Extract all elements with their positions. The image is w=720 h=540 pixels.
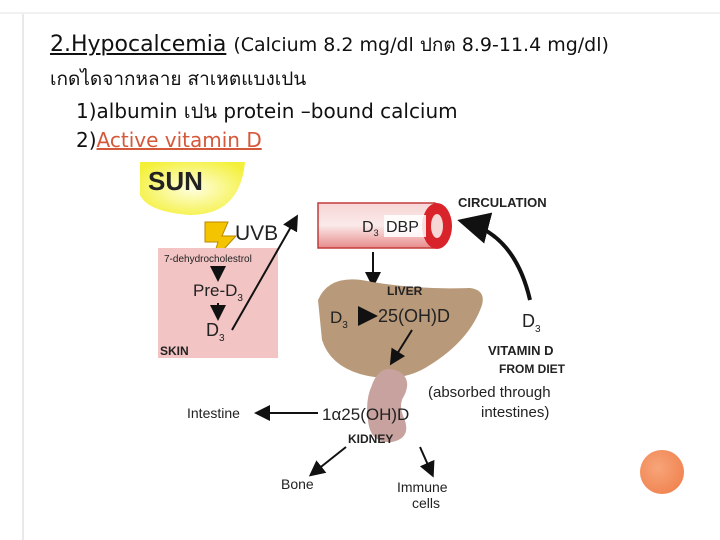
sun-label: SUN: [148, 166, 203, 196]
dbp-d-sub: 3: [374, 228, 379, 238]
point-two-prefix: 2): [76, 128, 97, 152]
slide-frame-top-line: [0, 12, 720, 14]
vitd-label-2: FROM DIET: [499, 362, 566, 376]
bone-label: Bone: [281, 476, 314, 492]
vitd-label-1: VITAMIN D: [488, 343, 553, 358]
vitd-label-3: (absorbed through: [428, 384, 551, 401]
slide-title: 2.Hypocalcemia (Calcium 8.2 mg/dl ปกต 8.…: [50, 30, 609, 60]
pre-d-text: Pre-D: [193, 281, 237, 300]
vitd-label-4: intestines): [481, 404, 549, 421]
oh25-label: 25(OH)D: [378, 306, 450, 326]
pre-d-label: Pre-D3: [193, 281, 243, 304]
immune-label-1: Immune: [397, 479, 448, 495]
intestine-label: Intestine: [187, 405, 240, 421]
skin-d3-label: D3: [206, 320, 225, 344]
sun-shape: [140, 162, 245, 215]
slide-frame-line: [22, 12, 24, 540]
active-vitamin-d-link[interactable]: Active vitamin D: [96, 128, 262, 152]
skin-d-text: D: [206, 320, 219, 340]
liver-d-text: D: [330, 308, 342, 327]
liver-d-sub: 3: [342, 320, 348, 331]
dbp-d-text: D: [362, 219, 374, 236]
immune-label-2: cells: [412, 495, 440, 511]
kidney-label: KIDNEY: [348, 432, 393, 446]
skin-d-sub: 3: [219, 333, 225, 344]
uvb-label: UVB: [235, 222, 278, 245]
arrow-liver-kidney: [389, 329, 413, 366]
arrow-to-bone: [308, 446, 347, 477]
circulation-label: CIRCULATION: [458, 195, 547, 210]
liver-d3-label: D3: [330, 308, 348, 331]
subtitle-line: เกดไดจากหลาย สาเหตแบงเปน: [50, 68, 307, 90]
diet-d-text: D: [522, 311, 535, 331]
arrow-skin-circulation: [231, 214, 298, 331]
point-two: 2)Active vitamin D: [76, 128, 262, 152]
dehydro-label: 7-dehydrocholestrol: [164, 254, 252, 265]
dbp-label: DBP: [386, 219, 419, 236]
title-paren: (Calcium 8.2 mg/dl ปกต 8.9-11.4 mg/dl): [233, 34, 609, 56]
diet-d-sub: 3: [535, 324, 541, 335]
skin-label: SKIN: [160, 344, 189, 358]
point-one: 1)albumin เปน protein –bound calcium: [76, 99, 458, 123]
pre-d-sub: 3: [237, 293, 243, 304]
liver-label: LIVER: [387, 284, 423, 298]
decorative-orange-dot: [640, 450, 684, 494]
kidney-shape: [367, 368, 408, 443]
title-main: 2.Hypocalcemia: [50, 32, 227, 57]
vessel-lumen: [431, 214, 443, 238]
arrow-diet-circulation: [457, 212, 532, 301]
diet-d3-label: D3: [522, 311, 541, 335]
calcitriol-label: 1α25(OH)D: [322, 405, 409, 424]
liver-shape: [318, 279, 483, 378]
dbp-box: [384, 215, 426, 237]
arrow-to-immune: [419, 446, 435, 478]
dbp-d3-label: D3: [362, 219, 379, 238]
